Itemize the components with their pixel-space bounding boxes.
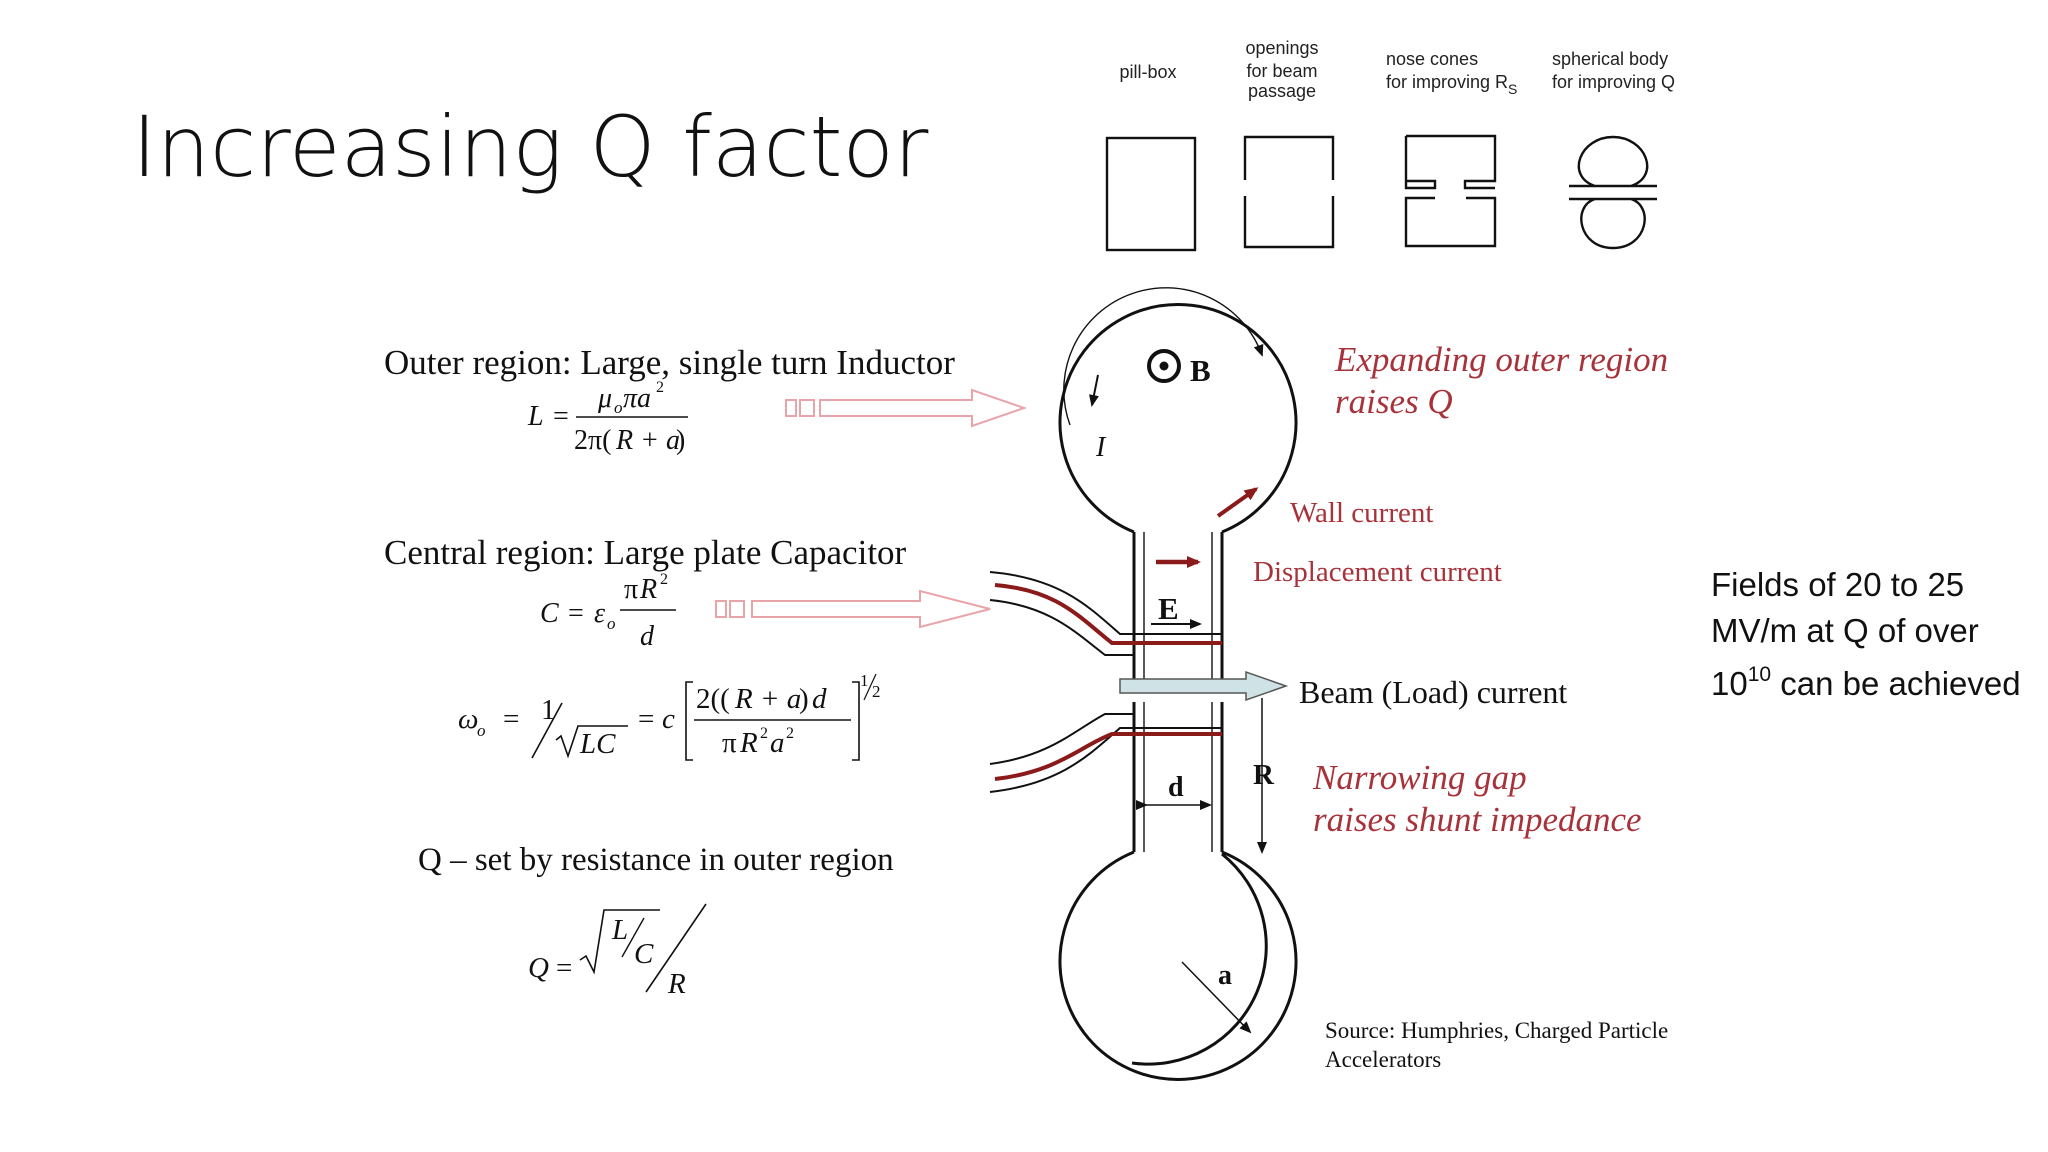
svg-text:π: π xyxy=(722,727,737,759)
pillbox-shape xyxy=(1105,136,1197,252)
central-region-heading: Central region: Large plate Capacitor xyxy=(384,533,907,572)
svg-text:): ) xyxy=(799,683,809,715)
svg-text:L: L xyxy=(527,401,544,432)
q-formula: Q = L C R xyxy=(528,903,707,1000)
nose-label-1: nose cones xyxy=(1386,49,1478,69)
expanding-line-2: raises Q xyxy=(1335,382,1453,421)
capacitor-pointer-arrow xyxy=(715,589,991,629)
svg-text:π: π xyxy=(624,574,638,605)
svg-text:2: 2 xyxy=(760,725,768,742)
svg-text:a: a xyxy=(770,727,785,759)
fields-note-line-1: Fields of 20 to 25 xyxy=(1711,566,1965,603)
upper-feed xyxy=(989,571,1222,656)
svg-text:=: = xyxy=(553,401,569,432)
inductance-formula: L = μ o πa 2 2π( R + a ) xyxy=(527,379,688,456)
svg-text:2: 2 xyxy=(660,571,668,588)
loop-start-arrow xyxy=(1089,374,1099,407)
svg-text:ε: ε xyxy=(594,598,605,629)
q-resistance-text: Q – set by resistance in outer region xyxy=(418,842,894,878)
source-line-1: Source: Humphries, Charged Particle xyxy=(1325,1018,1668,1043)
svg-text:=: = xyxy=(568,598,584,629)
svg-text:R: R xyxy=(667,968,686,1000)
wall-current-arrow xyxy=(1216,487,1259,518)
fields-note-line-2: MV/m at Q of over xyxy=(1711,612,1979,649)
svg-text:=: = xyxy=(556,952,572,984)
svg-text:R + a: R + a xyxy=(734,683,801,715)
svg-text:): ) xyxy=(676,425,685,456)
fields-note: Fields of 20 to 25 MV/m at Q of over 101… xyxy=(1711,562,2041,707)
svg-text:ω: ω xyxy=(458,703,478,735)
svg-text:c: c xyxy=(662,703,675,735)
b-field-symbol xyxy=(1147,349,1181,383)
svg-text:R + a: R + a xyxy=(615,425,680,456)
outer-region-heading: Outer region: Large, single turn Inducto… xyxy=(384,343,955,382)
svg-text:2: 2 xyxy=(656,379,664,396)
nose-label-2: for improving RS xyxy=(1386,72,1517,97)
openings-shape xyxy=(1243,135,1335,249)
sphere-label-2: for improving Q xyxy=(1552,72,1675,92)
pillbox-label: pill-box xyxy=(1119,62,1176,82)
svg-text:2: 2 xyxy=(872,682,881,701)
narrowing-line-2: raises shunt impedance xyxy=(1313,800,1642,839)
svg-text:R: R xyxy=(639,574,657,605)
svg-text:C: C xyxy=(634,938,654,970)
r-label: R xyxy=(1253,759,1275,791)
spherical-shape xyxy=(1569,135,1657,250)
svg-text:d: d xyxy=(640,621,655,652)
svg-text:o: o xyxy=(614,398,623,417)
displacement-label: Displacement current xyxy=(1253,556,1502,588)
svg-text:o: o xyxy=(477,721,486,740)
slide-title: Increasing Q factor xyxy=(132,98,929,196)
svg-text:d: d xyxy=(812,683,827,715)
svg-text:Q: Q xyxy=(528,952,549,984)
svg-text:2((: 2(( xyxy=(696,683,730,715)
openings-label-2: for beam xyxy=(1246,61,1317,81)
svg-text:2: 2 xyxy=(786,725,794,742)
sphere-label-1: spherical body xyxy=(1552,49,1668,69)
b-label: B xyxy=(1190,353,1211,388)
fields-note-line-3: 1010 can be achieved xyxy=(1711,663,2021,702)
e-label: E xyxy=(1158,591,1179,626)
inductor-pointer-arrow xyxy=(785,388,1028,428)
beam-label: Beam (Load) current xyxy=(1299,674,1567,710)
svg-text:2π(: 2π( xyxy=(574,425,611,456)
svg-text:=: = xyxy=(503,703,519,735)
narrowing-line-1: Narrowing gap xyxy=(1312,758,1527,797)
current-loop-arrow xyxy=(1063,287,1264,426)
svg-text:L: L xyxy=(611,914,628,946)
wall-current-label: Wall current xyxy=(1290,497,1433,529)
svg-text:C: C xyxy=(540,598,559,629)
svg-text:1: 1 xyxy=(541,694,556,726)
svg-text:=: = xyxy=(638,703,654,735)
lower-feed xyxy=(989,713,1222,793)
shape-labels: pill-box openings for beam passage nose … xyxy=(1119,38,1675,101)
source-line-2: Accelerators xyxy=(1325,1047,1441,1072)
svg-text:o: o xyxy=(607,614,616,633)
openings-label-3: passage xyxy=(1248,81,1316,101)
a-arrow xyxy=(1181,961,1252,1034)
expanding-line-1: Expanding outer region xyxy=(1334,340,1668,379)
nose-cones-shape xyxy=(1404,134,1497,248)
openings-label-1: openings xyxy=(1245,38,1318,58)
cavity-outline xyxy=(1058,303,1298,1066)
svg-text:μ: μ xyxy=(597,383,612,414)
svg-text:R: R xyxy=(739,727,758,759)
i-label: I xyxy=(1095,432,1107,463)
d-label: d xyxy=(1168,772,1184,803)
omega-formula: ω o = 1 LC = c 2(( R + a ) d π R 2 a 2 1… xyxy=(458,671,881,761)
svg-text:πa: πa xyxy=(623,383,651,414)
beam-arrow xyxy=(1119,670,1289,702)
a-label: a xyxy=(1218,960,1232,991)
svg-text:LC: LC xyxy=(579,728,616,760)
svg-text:1: 1 xyxy=(860,671,869,690)
